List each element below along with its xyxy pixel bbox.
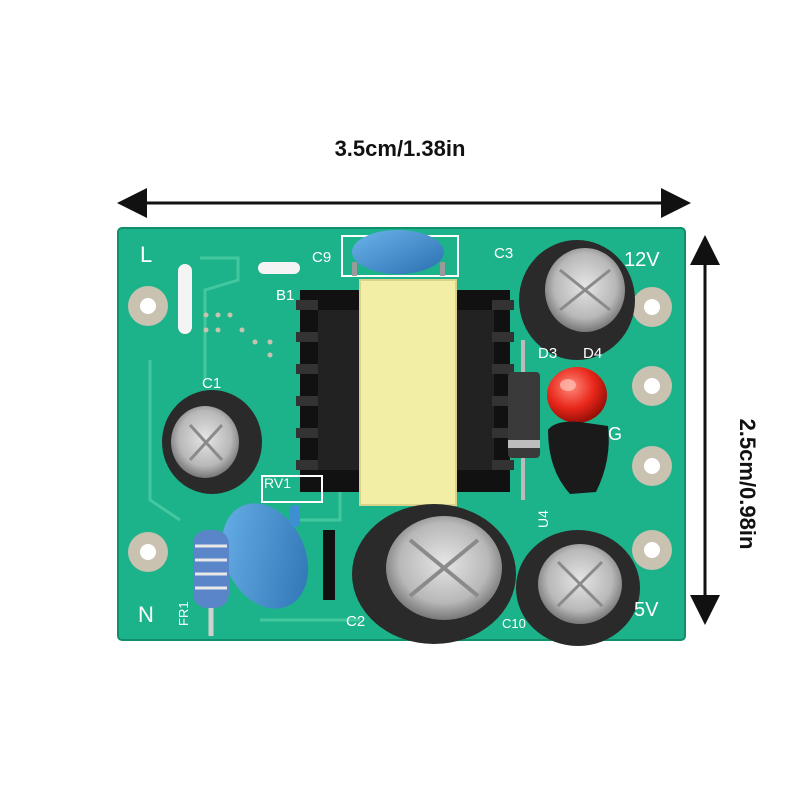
output-pad-2: [632, 366, 672, 406]
small-component: [323, 530, 335, 600]
capacitor-c10: [516, 530, 640, 646]
regulator-u4: [548, 421, 609, 494]
label-l: L: [140, 242, 152, 267]
output-pad-3: [632, 446, 672, 486]
varistor-rv1: [221, 503, 309, 609]
capacitor-c2: [352, 504, 516, 644]
label-d4: D4: [583, 345, 602, 362]
label-b1: B1: [276, 287, 294, 304]
diode-d3: [508, 340, 540, 500]
capacitor-c1: [162, 390, 262, 494]
label-c9: C9: [312, 249, 331, 266]
label-g: G: [608, 424, 622, 444]
label-c1: C1: [202, 375, 221, 392]
fuse-resistor-fr1: [193, 530, 229, 636]
terminal-pad-l: [128, 286, 168, 326]
label-d3: D3: [538, 345, 557, 362]
label-fr1: FR1: [176, 601, 191, 626]
label-c3: C3: [494, 245, 513, 262]
label-c2: C2: [346, 613, 365, 630]
output-pad-1: [632, 287, 672, 327]
led-d4: [547, 367, 607, 423]
label-c10: C10: [502, 616, 526, 631]
width-dimension-label: 3.5cm/1.38in: [334, 136, 466, 161]
label-u4: U4: [535, 510, 551, 528]
label-rv1: RV1: [264, 475, 291, 491]
label-5v: 5V: [634, 599, 659, 621]
capacitor-c3: [519, 240, 635, 360]
label-n: N: [138, 602, 154, 627]
label-12v: 12V: [624, 249, 660, 271]
transformer-b1: [296, 279, 514, 506]
y-capacitor-c9: [352, 230, 445, 276]
output-pad-4: [632, 530, 672, 570]
terminal-pad-n: [128, 532, 168, 572]
